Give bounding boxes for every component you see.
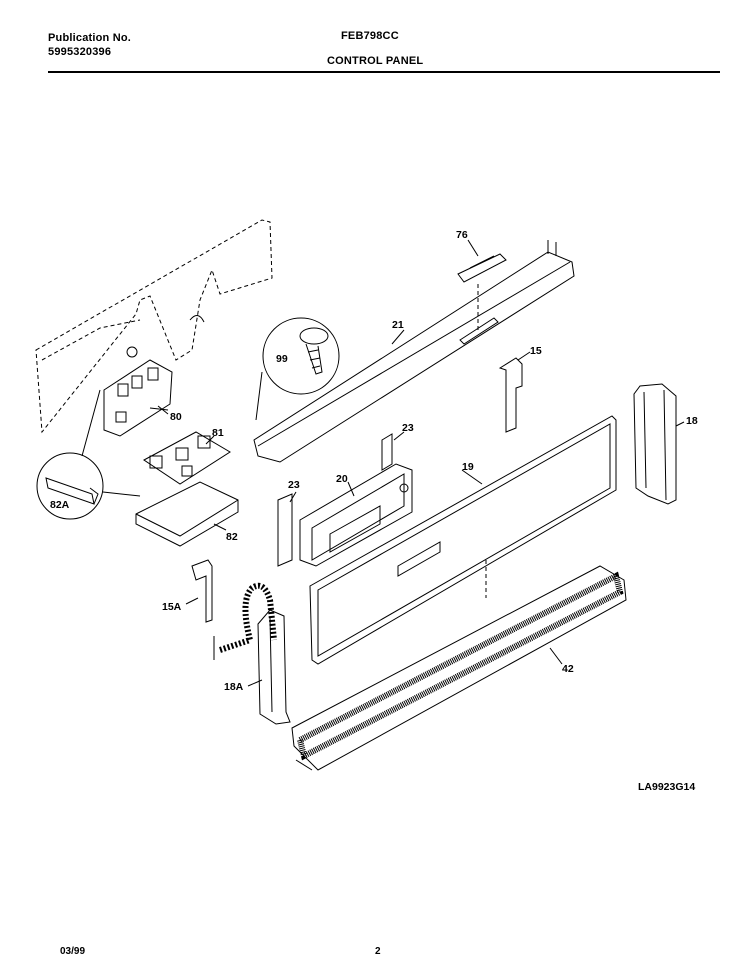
part-label-42: 42 — [562, 663, 574, 675]
footer-page: 2 — [375, 946, 381, 957]
part-label-82: 82 — [226, 531, 238, 543]
header-rule — [48, 71, 720, 73]
part-label-81: 81 — [212, 427, 224, 439]
part-label-18A: 18A — [224, 681, 244, 693]
part-label-99: 99 — [276, 353, 288, 365]
part-label-21: 21 — [392, 319, 404, 331]
part-label-82A: 82A — [50, 499, 70, 511]
section-title: CONTROL PANEL — [327, 55, 424, 67]
part-label-18: 18 — [686, 415, 698, 427]
part-label-23-lower: 23 — [288, 479, 300, 491]
back-panel — [35, 219, 273, 434]
control-board-80 — [103, 359, 173, 437]
diagram-id: LA9923G14 — [638, 781, 695, 793]
trim-21 — [253, 240, 575, 463]
footer-date: 03/99 — [60, 946, 86, 957]
leader-lines — [157, 239, 685, 687]
publication-number: 5995320396 — [48, 46, 112, 58]
trim-42 — [291, 565, 627, 771]
part-label-76: 76 — [456, 229, 468, 241]
part-label-15: 15 — [530, 345, 542, 357]
panel-19 — [309, 415, 617, 665]
part-label-15A: 15A — [162, 601, 182, 613]
publication-label: Publication No. — [48, 32, 132, 44]
part-label-20: 20 — [336, 473, 348, 485]
part-76 — [457, 253, 507, 330]
part-label-80: 80 — [170, 411, 182, 423]
end-cap-18 — [633, 383, 677, 505]
part-label-19: 19 — [462, 461, 474, 473]
brackets-23 — [277, 433, 393, 567]
callout-99-screw — [255, 317, 340, 421]
callout-82A — [36, 389, 141, 520]
part-label-23-upper: 23 — [402, 422, 414, 434]
bracket-15A — [191, 559, 213, 623]
bracket-15 — [498, 357, 523, 433]
part-labels: 76 21 15 99 80 81 23 20 19 18 82A 23 82 … — [50, 229, 698, 693]
model-number: FEB798CC — [341, 30, 399, 42]
bracket-82 — [135, 481, 239, 547]
end-cap-18A — [257, 609, 291, 725]
relay-board-81 — [143, 431, 231, 485]
display-board-20 — [299, 463, 413, 567]
wire-harness — [213, 582, 277, 660]
